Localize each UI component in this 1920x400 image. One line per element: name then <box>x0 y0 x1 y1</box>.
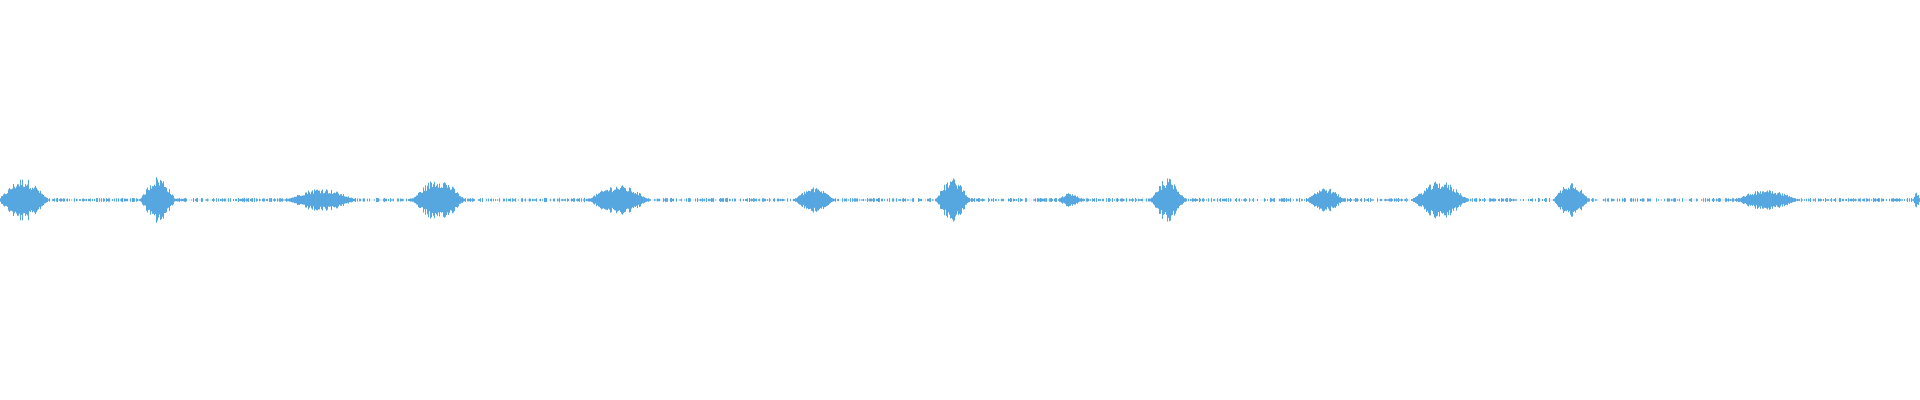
waveform-samples <box>0 177 1920 223</box>
